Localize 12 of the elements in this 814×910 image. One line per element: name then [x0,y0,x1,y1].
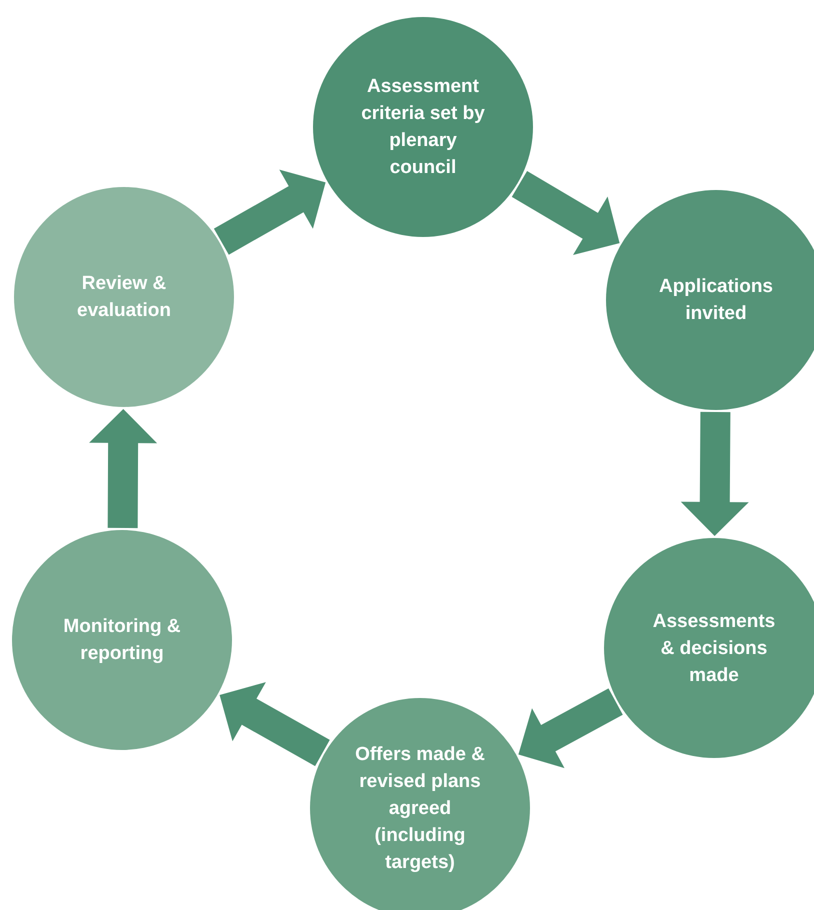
step-label: Assessments & decisions made [652,610,776,688]
step-label: Assessment criteria set by plenary council [360,75,486,180]
step-label: Applications invited [658,275,774,326]
step-label: Review & evaluation [76,272,172,323]
step-label: Offers made & revised plans agreed (including targets) [355,742,485,874]
block-arrow [518,688,623,768]
block-arrow [680,412,749,536]
block-arrow [89,409,158,528]
block-arrow [220,682,330,766]
block-arrow [512,171,620,255]
step-label: Monitoring & reporting [62,615,182,666]
block-arrow [214,170,326,255]
